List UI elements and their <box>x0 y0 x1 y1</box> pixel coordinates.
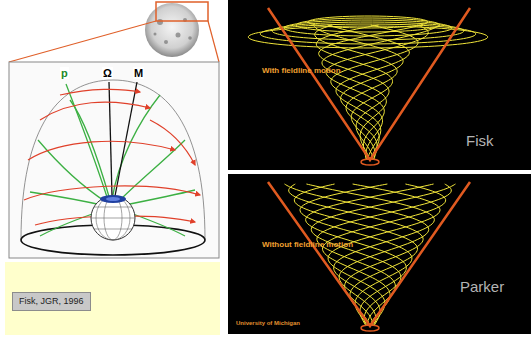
axis-label: Ω <box>102 67 113 79</box>
animation-panel: Without fieldline motionParkerUniversity… <box>228 174 531 334</box>
cone-boundary <box>268 8 470 160</box>
reference-text: Fisk, JGR, 1996 <box>19 296 84 307</box>
zoom-line <box>9 21 156 62</box>
note-ground <box>5 262 220 335</box>
figure-box <box>9 62 219 258</box>
rotation-axis <box>109 82 112 196</box>
cone-boundary <box>268 182 470 326</box>
reference-box: Fisk, JGR, 1996 <box>12 292 91 311</box>
sun-spots <box>154 18 192 44</box>
animation-panel: With fieldline motionFisk <box>228 0 531 170</box>
panel-title: Parker <box>460 278 504 296</box>
sun-globe <box>91 195 135 240</box>
dome-outline <box>21 80 205 240</box>
parker-field-lines <box>228 174 531 334</box>
zoom-line <box>208 21 219 62</box>
axis-label: M <box>133 67 144 79</box>
source-ring <box>361 325 379 331</box>
zoom-frame <box>156 2 208 21</box>
magnetic-axis <box>115 82 137 196</box>
sun-image <box>145 3 199 57</box>
credit-note: University of Michigan <box>236 320 300 327</box>
axis-label: p <box>60 67 69 79</box>
panel-title: Fisk <box>466 132 494 150</box>
panel-caption: With fieldline motion <box>262 66 341 76</box>
panel-caption: Without fieldline motion <box>262 240 353 250</box>
source-ring <box>361 159 379 165</box>
